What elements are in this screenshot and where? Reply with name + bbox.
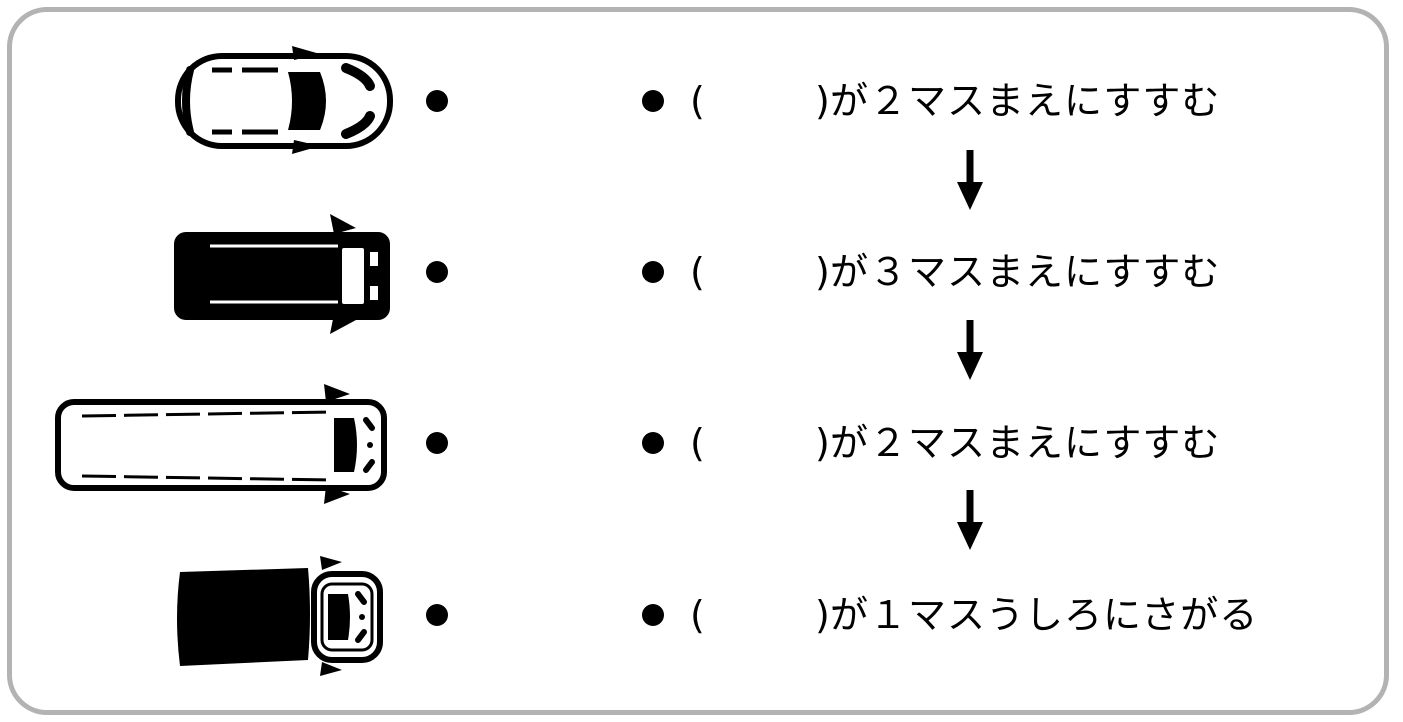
instruction-match-dot[interactable] xyxy=(642,604,664,626)
bus-icon xyxy=(55,384,387,504)
van-icon xyxy=(174,214,390,334)
instruction-match-dot[interactable] xyxy=(642,432,664,454)
car-icon xyxy=(175,46,393,154)
open-paren: ( xyxy=(690,421,705,465)
vehicle-match-dot[interactable] xyxy=(426,604,448,626)
instruction-text: が１マスうしろにさがる xyxy=(830,593,1259,637)
close-paren: ) xyxy=(815,593,830,637)
open-paren: ( xyxy=(690,593,705,637)
open-paren: ( xyxy=(690,250,705,294)
answer-blank[interactable] xyxy=(730,79,810,123)
vehicle-match-dot[interactable] xyxy=(426,261,448,283)
close-paren: ) xyxy=(815,250,830,294)
instruction-text: が２マスまえにすすむ xyxy=(830,421,1221,465)
answer-blank[interactable] xyxy=(730,250,810,294)
instruction-text: が３マスまえにすすむ xyxy=(830,250,1221,294)
instruction-match-dot[interactable] xyxy=(642,90,664,112)
close-paren: ) xyxy=(815,79,830,123)
down-arrow-icon xyxy=(957,320,983,380)
instruction-match-dot[interactable] xyxy=(642,261,664,283)
truck-icon xyxy=(177,556,383,676)
open-paren: ( xyxy=(690,79,705,123)
down-arrow-icon xyxy=(957,490,983,550)
answer-blank[interactable] xyxy=(730,421,810,465)
instruction-text: が２マスまえにすすむ xyxy=(830,79,1221,123)
down-arrow-icon xyxy=(957,150,983,210)
answer-blank[interactable] xyxy=(730,593,810,637)
vehicle-match-dot[interactable] xyxy=(426,432,448,454)
vehicle-match-dot[interactable] xyxy=(426,90,448,112)
close-paren: ) xyxy=(815,421,830,465)
